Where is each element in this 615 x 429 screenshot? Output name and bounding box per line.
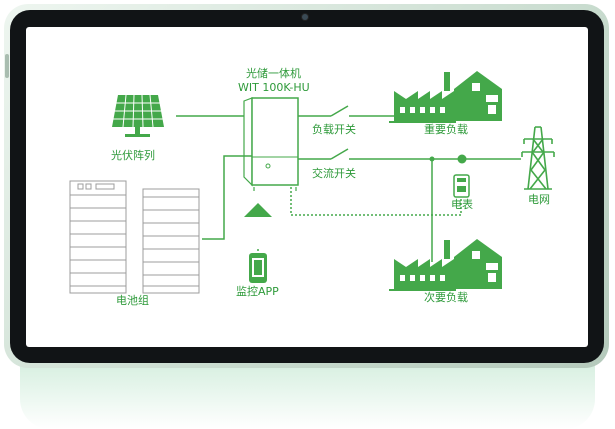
inverter-model: WIT 100K-HU [238, 81, 310, 94]
signal-triangle-icon [244, 203, 272, 217]
wires [176, 105, 521, 279]
tablet-screen: 光储一体机 WIT 100K-HU 光伏阵列 电池组 负载开关 交流开关 重要负… [26, 27, 588, 347]
inverter-icon [243, 97, 299, 191]
inverter-name: 光储一体机 [246, 67, 301, 80]
side-button [5, 54, 9, 78]
app-label: 监控APP [236, 285, 279, 298]
pv-label: 光伏阵列 [111, 149, 155, 162]
phone-icon [249, 253, 267, 283]
tablet-reflection [20, 365, 595, 429]
solar-panel-icon [112, 94, 164, 137]
critical-load-label: 重要负载 [424, 123, 468, 136]
load-switch-label: 负载开关 [312, 123, 356, 136]
secondary-load-label: 次要负载 [424, 291, 468, 304]
battery-rack-icon [69, 180, 200, 294]
grid-label: 电网 [528, 193, 550, 206]
battery-label: 电池组 [116, 294, 149, 307]
factory-icon [389, 239, 502, 291]
camera-icon [302, 14, 308, 20]
meter-node [457, 154, 467, 164]
meter-label: 电表 [451, 198, 473, 211]
grid-switch-label: 交流开关 [312, 167, 356, 180]
meter-icon [453, 174, 470, 198]
junction-node [429, 156, 435, 162]
transmission-tower-icon [521, 126, 555, 190]
factory-icon [389, 71, 502, 123]
system-diagram [69, 71, 555, 294]
